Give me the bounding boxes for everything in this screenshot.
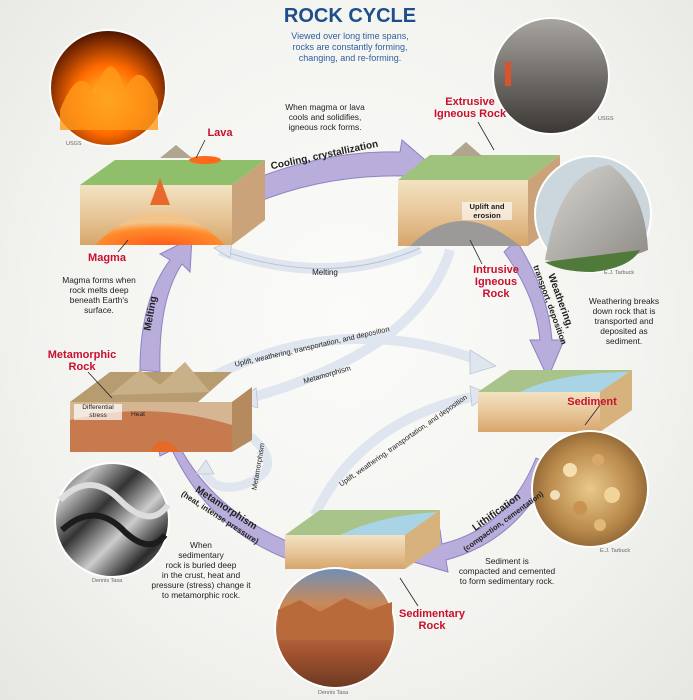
diagram-subtitle: Viewed over long time spans, rocks are c… xyxy=(250,31,450,64)
label-pointers xyxy=(87,121,601,607)
note-line: cools and solidifies, xyxy=(288,112,362,122)
note-line: to form sedimentary rock. xyxy=(459,576,555,586)
label-line: Igneous xyxy=(474,276,518,288)
melting-left-arrow xyxy=(139,237,193,373)
note-line: rock melts deep xyxy=(69,285,129,295)
label-line: Differential xyxy=(82,404,114,411)
label-sediment: Sediment xyxy=(567,396,617,408)
subtitle-line: rocks are constantly forming, xyxy=(292,42,408,52)
label-magma: Magma xyxy=(88,252,126,264)
note-line: surface. xyxy=(84,305,114,315)
magma-block xyxy=(80,145,265,245)
label-uplift-erosion: Uplift and erosion xyxy=(462,202,512,220)
note-line: rock is buried deep xyxy=(165,560,237,570)
note-line: When magma or lava xyxy=(285,102,365,112)
note-line: beneath Earth's xyxy=(69,295,129,305)
note-line: pressure (stress) change it xyxy=(151,580,251,590)
label-lava: Lava xyxy=(207,127,233,139)
label-metamorphic-rock: Metamorphic Rock xyxy=(40,349,124,373)
metamorphism-small-arrow xyxy=(195,432,273,492)
label-intrusive-igneous: Intrusive Igneous Rock xyxy=(466,264,526,300)
note-line: down rock that is xyxy=(592,306,656,316)
note-magma-forms: Magma forms when rock melts deep beneath… xyxy=(54,275,144,315)
note-magma-cools: When magma or lava cools and solidifies,… xyxy=(270,102,380,132)
note-line: Weathering breaks xyxy=(588,296,660,306)
credit-tasa-gneiss: Dennis Tasa xyxy=(92,578,123,584)
label-line: Rock xyxy=(68,361,96,373)
note-line: sediment. xyxy=(605,336,643,346)
label-heat: Heat xyxy=(131,411,145,418)
note-line: When xyxy=(190,540,212,550)
label-extrusive-igneous: Extrusive Igneous Rock xyxy=(430,96,510,120)
subtitle-line: changing, and re-forming. xyxy=(298,53,402,63)
note-buried: When sedimentary rock is buried deep in … xyxy=(136,540,266,600)
subtitle-line: Viewed over long time spans, xyxy=(291,31,409,41)
note-line: Magma forms when xyxy=(62,275,136,285)
sedimentary-block xyxy=(285,510,440,569)
label-line: Uplift and xyxy=(469,202,505,211)
process-melting-top: Melting xyxy=(312,268,338,277)
note-line: to metamorphic rock. xyxy=(161,590,241,600)
gneiss-photo xyxy=(54,462,171,578)
label-line: Sedimentary xyxy=(398,608,466,620)
note-line: transported and xyxy=(594,316,654,326)
note-sediment-compacted: Sediment is compacted and cemented to fo… xyxy=(446,556,568,586)
note-weathering-breaks: Weathering breaks down rock that is tran… xyxy=(572,296,676,346)
sediment-block xyxy=(478,370,632,432)
uplift-diag-arrow xyxy=(310,385,491,518)
credit-usgs-extrusive: USGS xyxy=(598,116,614,122)
note-line: compacted and cemented xyxy=(458,566,556,576)
credit-tasa-canyon: Dennis Tasa xyxy=(318,690,349,696)
note-line: deposited as xyxy=(600,326,648,336)
note-line: igneous rock forms. xyxy=(288,122,362,132)
note-line: in the crust, heat and xyxy=(161,570,241,580)
label-line: Rock xyxy=(418,620,446,632)
note-line: sedimentary xyxy=(178,550,224,560)
credit-tarbuck-sand: E.J. Tarbuck xyxy=(600,548,631,554)
label-line: Metamorphic xyxy=(47,349,117,361)
label-sedimentary-rock: Sedimentary Rock xyxy=(392,608,472,632)
label-line: Intrusive xyxy=(473,264,519,276)
credit-tarbuck-granite: E.J. Tarbuck xyxy=(604,270,635,276)
label-line: Extrusive xyxy=(445,96,495,108)
lava-photo xyxy=(49,29,167,147)
label-line: Igneous Rock xyxy=(433,108,507,120)
extrusive-photo xyxy=(492,17,610,135)
diagram-title: ROCK CYCLE xyxy=(283,5,417,27)
label-differential-stress: Differential stress xyxy=(74,404,122,420)
label-line: Rock xyxy=(482,288,510,300)
label-line: stress xyxy=(89,412,107,419)
note-line: Sediment is xyxy=(485,556,529,566)
melting-top-arrow xyxy=(213,239,423,274)
credit-usgs-lava: USGS xyxy=(66,141,82,147)
sand-photo xyxy=(531,430,649,548)
granite-photo xyxy=(534,155,652,273)
label-line: erosion xyxy=(473,211,501,220)
uplift-long-arrow xyxy=(207,333,497,383)
canyon-photo xyxy=(274,567,396,689)
